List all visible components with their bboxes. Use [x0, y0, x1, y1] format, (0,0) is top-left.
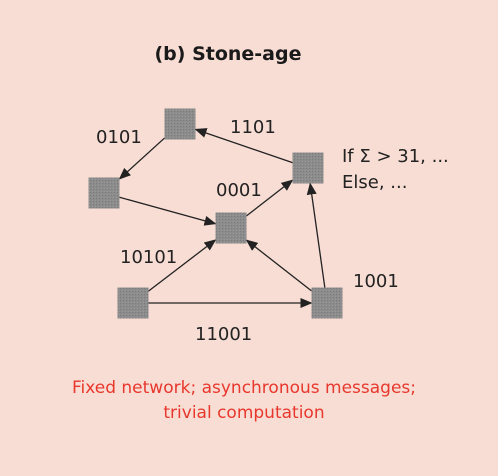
edge-bottom-left-to-center: [148, 239, 217, 292]
edge-label-top-to-left: 0101: [96, 127, 142, 148]
edge-left-to-center: [119, 196, 217, 226]
diagram-title: (b) Stone-age: [154, 43, 301, 65]
node-center: [215, 212, 247, 244]
edge-label-bottom-left-to-center: 10101: [120, 247, 177, 268]
node-top: [164, 108, 196, 140]
edge-top-to-left: [118, 137, 165, 180]
node-left: [88, 177, 120, 209]
edge-label-right-to-top: 1101: [230, 117, 276, 138]
node-right: [292, 152, 324, 184]
node-bottom-right: [311, 287, 343, 319]
caption-line-2: trivial computation: [163, 403, 324, 423]
rule-line-2: Else, ...: [342, 172, 407, 193]
edge-label-center-to-right: 0001: [216, 180, 262, 201]
node-bottom-left: [117, 287, 149, 319]
edges-layer: [118, 128, 326, 308]
edge-labels-layer: 0101 1101 0001 10101 11001 1001: [96, 117, 399, 345]
edge-label-bottom-right-to-right: 1001: [353, 271, 399, 292]
rule-line-1: If Σ > 31, ...: [342, 146, 449, 167]
edge-center-to-right: [246, 179, 294, 217]
nodes-layer: [88, 108, 343, 319]
caption-line-1: Fixed network; asynchronous messages;: [72, 378, 416, 398]
edge-bottom-right-to-right: [306, 182, 326, 288]
edge-right-to-top: [194, 128, 293, 164]
edge-bottom-right-to-center: [245, 239, 312, 292]
edge-label-bottom-left-to-bottom-right: 11001: [195, 324, 252, 345]
